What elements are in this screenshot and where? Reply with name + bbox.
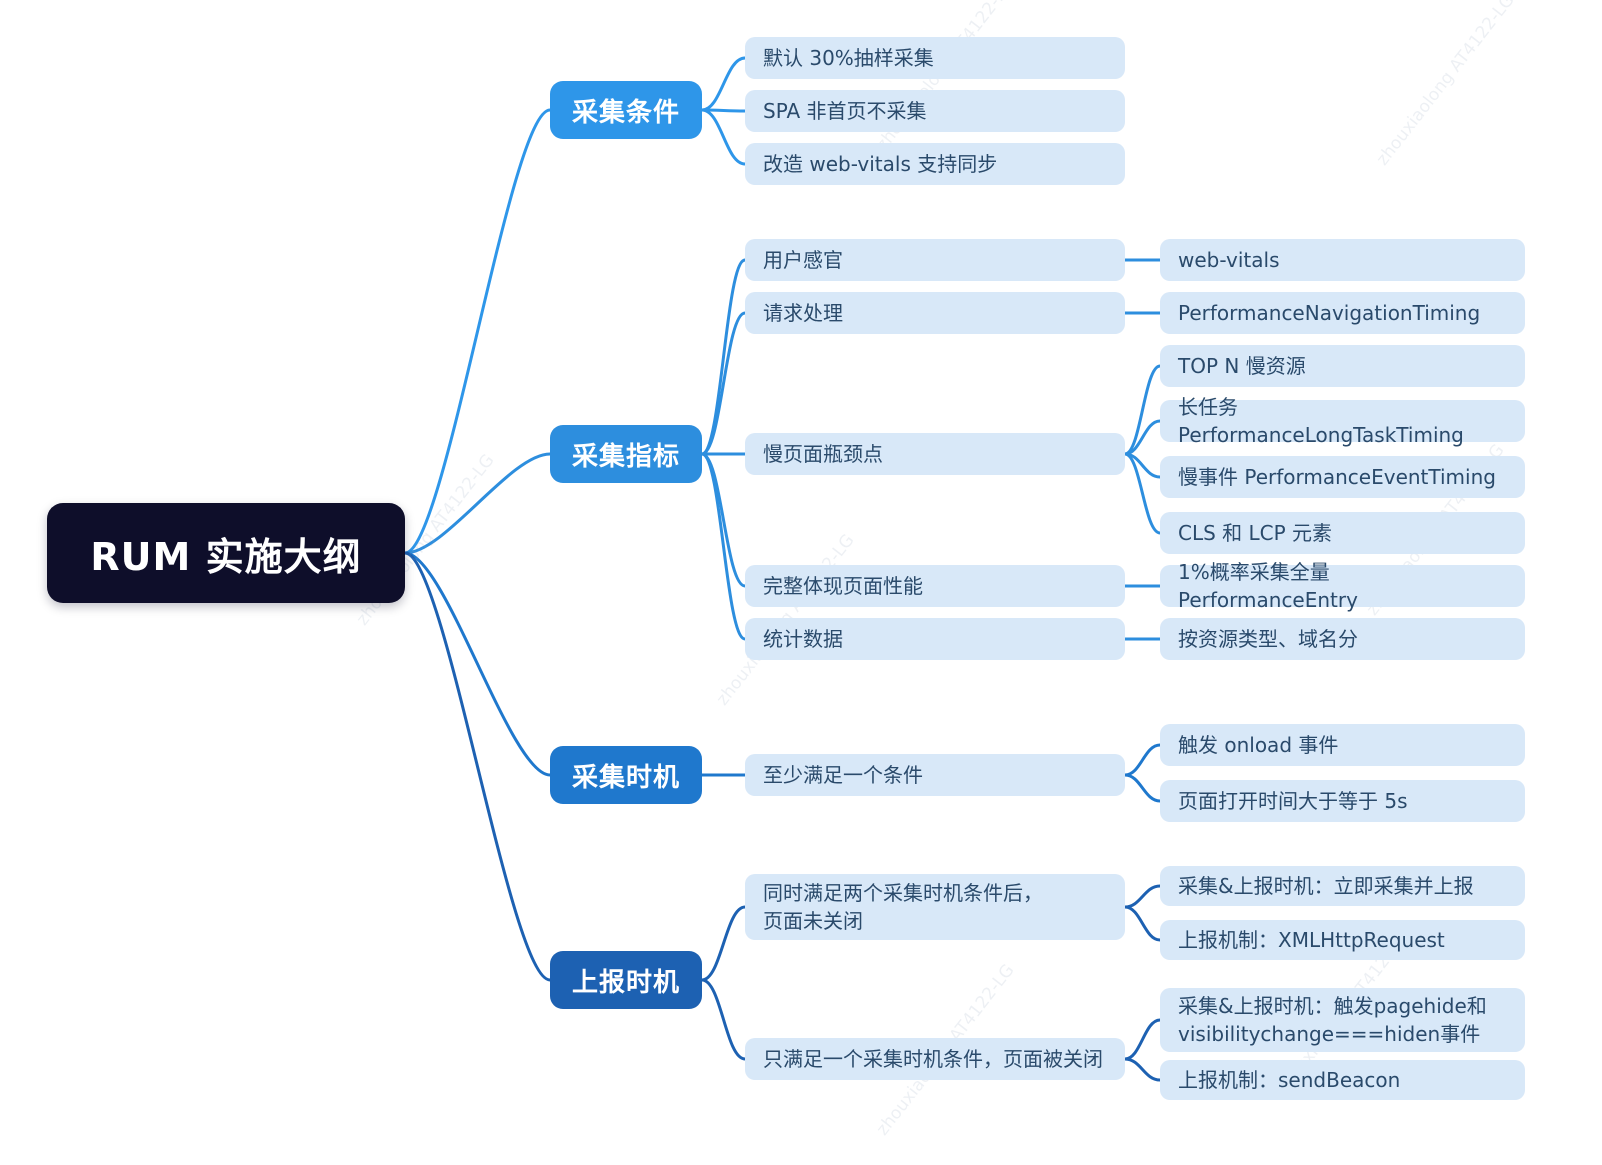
node-onload-event[interactable]: 触发 onload 事件: [1160, 724, 1525, 766]
node-1pct-performance-entry[interactable]: 1%概率采集全量 PerformanceEntry: [1160, 560, 1525, 612]
node-cls-lcp-elements[interactable]: CLS 和 LCP 元素: [1160, 512, 1525, 554]
node-request-processing[interactable]: 请求处理: [745, 292, 1125, 334]
node-webvitals-sync[interactable]: 改造 web-vitals 支持同步: [745, 143, 1125, 185]
node-default-sampling[interactable]: 默认 30%抽样采集: [745, 37, 1125, 79]
node-xmlhttprequest[interactable]: 上报机制：XMLHttpRequest: [1160, 920, 1525, 960]
node-performance-navigation-timing[interactable]: PerformanceNavigationTiming: [1160, 292, 1525, 334]
node-at-least-one-condition[interactable]: 至少满足一个条件: [745, 754, 1125, 796]
node-event-timing[interactable]: 慢事件 PerformanceEventTiming: [1160, 456, 1525, 498]
branch-reporting-timing[interactable]: 上报时机: [550, 951, 702, 1009]
node-long-task-timing[interactable]: 长任务 PerformanceLongTaskTiming: [1160, 395, 1525, 447]
node-one-condition-page-closed[interactable]: 只满足一个采集时机条件，页面被关闭: [745, 1038, 1125, 1080]
root-node[interactable]: RUM 实施大纲: [47, 503, 405, 603]
node-sendbeacon[interactable]: 上报机制：sendBeacon: [1160, 1060, 1525, 1100]
node-web-vitals[interactable]: web-vitals: [1160, 239, 1525, 281]
branch-collection-conditions[interactable]: 采集条件: [550, 81, 702, 139]
node-user-perception[interactable]: 用户感官: [745, 239, 1125, 281]
node-slow-page-bottleneck[interactable]: 慢页面瓶颈点: [745, 433, 1125, 475]
node-pagehide-visibilitychange[interactable]: 采集&上报时机：触发pagehide和 visibilitychange===h…: [1160, 988, 1525, 1052]
node-both-conditions-page-open[interactable]: 同时满足两个采集时机条件后， 页面未关闭: [745, 874, 1125, 940]
node-top-n-slow-resources[interactable]: TOP N 慢资源: [1160, 345, 1525, 387]
branch-collection-metrics[interactable]: 采集指标: [550, 425, 702, 483]
node-collect-report-immediately[interactable]: 采集&上报时机：立即采集并上报: [1160, 866, 1525, 906]
node-by-resource-type-domain[interactable]: 按资源类型、域名分: [1160, 618, 1525, 660]
node-page-open-ge-5s[interactable]: 页面打开时间大于等于 5s: [1160, 780, 1525, 822]
node-statistics[interactable]: 统计数据: [745, 618, 1125, 660]
branch-collection-timing[interactable]: 采集时机: [550, 746, 702, 804]
node-spa-no-collect[interactable]: SPA 非首页不采集: [745, 90, 1125, 132]
node-full-page-performance[interactable]: 完整体现页面性能: [745, 565, 1125, 607]
